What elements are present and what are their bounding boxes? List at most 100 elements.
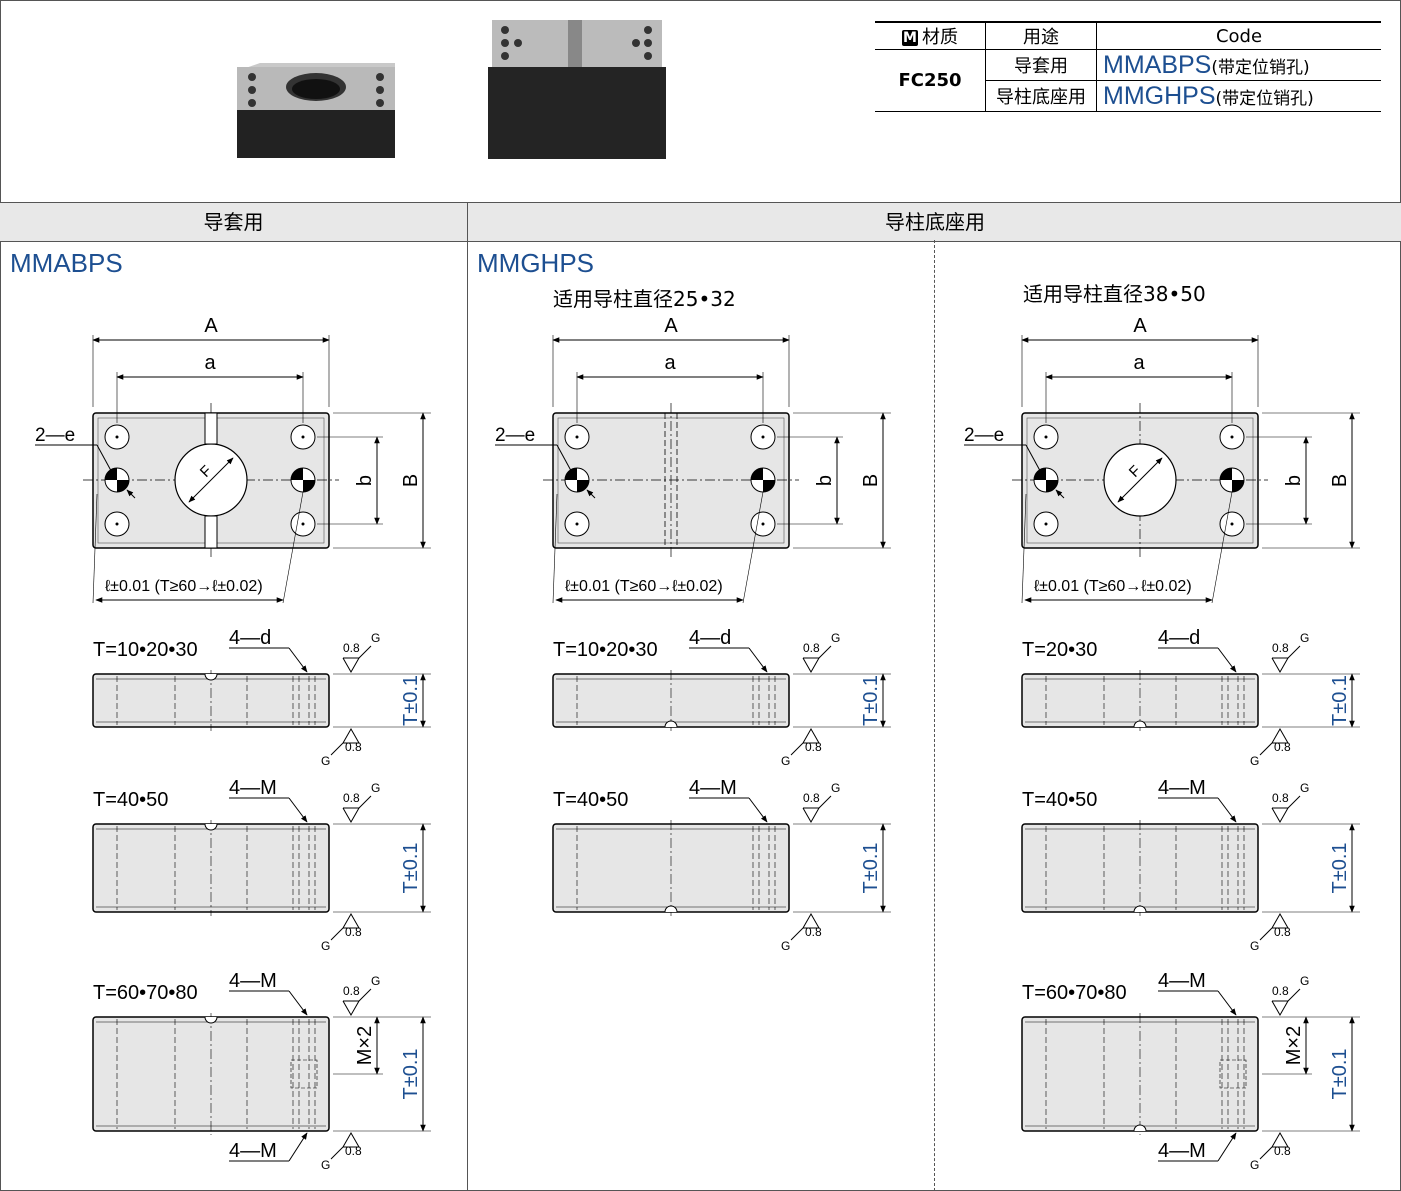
column-divider — [467, 240, 468, 1191]
dowel-quadrant — [751, 468, 763, 480]
roughness-leg — [1287, 645, 1301, 659]
code-link[interactable]: MMGHPS — [1103, 81, 1216, 110]
roughness-leg — [330, 927, 344, 941]
dim-A-label: A — [664, 315, 678, 337]
hole-callout: 4—M — [229, 970, 277, 992]
hole-callout: 4—d — [1158, 627, 1200, 649]
roughness-grade: G — [781, 939, 790, 953]
roughness-leg — [818, 645, 832, 659]
code-note: (带定位销孔) — [1215, 88, 1314, 109]
roughness-grade: G — [1250, 939, 1259, 953]
roughness-leg — [1259, 1146, 1273, 1160]
dowel-quadrant — [1232, 480, 1244, 492]
code-note: (带定位销孔) — [1211, 57, 1310, 78]
roughness-grade: G — [781, 754, 790, 768]
roughness-grade: G — [371, 974, 380, 988]
dim-M2-label: M×2 — [1283, 1026, 1305, 1065]
code-link[interactable]: MMABPS — [1103, 50, 1212, 79]
thickness-label: T=10•20•30 — [553, 639, 658, 661]
roughness-symbol: 0.8G — [321, 912, 362, 953]
dowel-hole — [1219, 467, 1245, 493]
roughness-triangle — [1271, 807, 1289, 824]
roughness-leg — [1287, 795, 1301, 809]
roughness-leg — [1259, 742, 1273, 756]
series-title-mmghps: MMGHPS — [477, 248, 594, 278]
code-cell: MMABPS(带定位销孔) — [1096, 49, 1381, 81]
roughness-leg — [790, 742, 804, 756]
hole-callout: 4—M — [229, 777, 277, 799]
leader — [1217, 647, 1237, 673]
hole-callout-bottom: 4—M — [229, 1140, 277, 1162]
thickness-label: T=40•50 — [553, 789, 628, 811]
photo-guide-bushing-block — [237, 63, 395, 158]
label-ell-tol: ℓ±0.01 (T≥60→ℓ±0.02) — [565, 578, 723, 595]
roughness-triangle — [342, 1000, 360, 1017]
thickness-label: T=10•20•30 — [93, 639, 198, 661]
thickness-label: T=40•50 — [93, 789, 168, 811]
label-2e: 2—e — [495, 425, 535, 446]
hole-callout: 4—M — [689, 777, 737, 799]
roughness-value: 0.8 — [805, 740, 822, 754]
slot-notch — [204, 673, 218, 681]
roughness-leg — [818, 795, 832, 809]
roughness-grade: G — [1250, 1158, 1259, 1172]
dim-b-label: b — [1283, 475, 1305, 486]
thickness-label: T=40•50 — [1022, 789, 1097, 811]
dowel-hole — [104, 467, 130, 493]
roughness-triangle — [342, 1131, 360, 1148]
roughness-value: 0.8 — [1274, 1144, 1291, 1158]
roughness-value: 0.8 — [1272, 791, 1289, 805]
roughness-symbol: 0.8G — [781, 912, 822, 953]
side-view: T=20•304—dT±0.10.8G0.8G — [1021, 627, 1360, 768]
dim-M2-label: M×2 — [354, 1026, 376, 1065]
col-code-header: Code — [1096, 21, 1381, 50]
thickness-label: T=60•70•80 — [1022, 982, 1127, 1004]
hole-center — [115, 435, 119, 439]
roughness-symbol: 0.8G — [342, 974, 380, 1017]
dim-a-label: a — [1133, 352, 1145, 374]
col-use-header: 用途 — [985, 21, 1097, 50]
thread-break — [1219, 1059, 1247, 1089]
hole-callout: 4—d — [689, 627, 731, 649]
side-view: T=60•70•804—M4—MM×2T±0.10.8G0.8G — [92, 970, 431, 1172]
ext — [1021, 493, 1027, 604]
dim-B-label: B — [860, 474, 882, 487]
roughness-symbol: 0.8G — [321, 1131, 362, 1172]
dim-T-label: T±0.1 — [400, 1049, 422, 1100]
slot-notch — [664, 905, 678, 913]
code-cell: MMGHPS(带定位销孔) — [1096, 80, 1381, 112]
label-2e: 2—e — [35, 425, 75, 446]
dim-T-label: T±0.1 — [1329, 1049, 1351, 1100]
roughness-grade: G — [321, 939, 330, 953]
hole-center — [1230, 522, 1234, 526]
dowel-quadrant — [1220, 468, 1232, 480]
roughness-value: 0.8 — [345, 1144, 362, 1158]
hole-center — [301, 435, 305, 439]
leader — [288, 1132, 308, 1162]
subtitle-post-25-32: 适用导柱直径25•32 — [553, 287, 736, 311]
col-material-label: 材质 — [922, 27, 958, 48]
use-cell: 导柱底座用 — [985, 80, 1097, 112]
ext — [92, 493, 98, 604]
roughness-symbol: 0.8G — [321, 727, 362, 768]
roughness-grade: G — [831, 781, 840, 795]
roughness-triangle — [342, 657, 360, 674]
ext — [1211, 491, 1233, 604]
ext — [282, 491, 304, 604]
roughness-leg — [790, 927, 804, 941]
roughness-triangle — [342, 727, 360, 744]
material-value: FC250 — [875, 49, 986, 112]
roughness-triangle — [802, 912, 820, 929]
roughness-symbol: 0.8G — [1250, 1131, 1291, 1172]
dim-B-label: B — [1329, 474, 1351, 487]
roughness-leg — [358, 988, 372, 1002]
roughness-triangle — [1271, 1000, 1289, 1017]
roughness-grade: G — [1250, 754, 1259, 768]
leader — [1217, 797, 1237, 823]
roughness-triangle — [802, 657, 820, 674]
